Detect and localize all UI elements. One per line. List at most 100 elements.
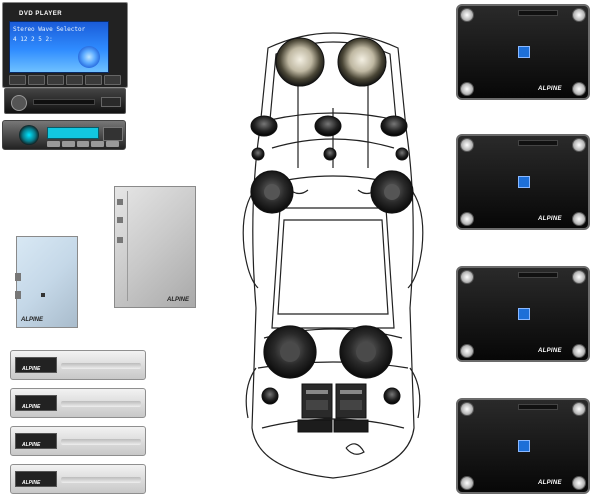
- amplifier: ALPINE: [456, 4, 590, 100]
- cd-button: [47, 141, 60, 147]
- bolt-icon: [460, 138, 474, 152]
- bolt-icon: [572, 344, 586, 358]
- audio-processor-large: ALPINE: [114, 186, 196, 308]
- cd-changer: ALPINE: [10, 426, 146, 456]
- processor-brand: ALPINE: [167, 297, 189, 303]
- crossover-icon: [298, 420, 368, 432]
- connector-icon: [117, 237, 123, 243]
- bolt-icon: [572, 476, 586, 490]
- crossover-icon: [302, 384, 332, 418]
- bolt-icon: [572, 402, 586, 416]
- amp-logo-icon: [518, 308, 530, 320]
- dvd-monitor: DVD PLAYER Stereo Wave Selector 4 12 2 5…: [2, 2, 128, 88]
- cd-button: [62, 141, 75, 147]
- amp-brand: ALPINE: [538, 86, 562, 92]
- dvd-button: [66, 75, 83, 85]
- dvd-head-unit: DVD PLAYER Stereo Wave Selector 4 12 2 5…: [2, 2, 128, 114]
- amplifier: ALPINE: [456, 398, 590, 494]
- dvd-lcd-display: Stereo Wave Selector 4 12 2 5 2:: [9, 21, 109, 73]
- bolt-icon: [460, 212, 474, 226]
- amplifier: ALPINE: [456, 266, 590, 362]
- changer-faceplate: ALPINE: [15, 471, 57, 487]
- connector-icon: [117, 199, 123, 205]
- tweeter-icon: [324, 148, 336, 160]
- cd-changer: ALPINE: [10, 464, 146, 494]
- changer-slot: [61, 363, 141, 369]
- cd-button: [91, 141, 104, 147]
- speaker-dustcap: [384, 184, 400, 200]
- front-left-midbass-speaker-icon: [276, 38, 324, 86]
- dash-right-speaker-icon: [381, 116, 407, 136]
- dvd-button-row: [9, 75, 121, 85]
- bolt-icon: [460, 8, 474, 22]
- car-body: [243, 33, 423, 478]
- dash-center-speaker-icon: [315, 116, 341, 136]
- bolt-icon: [460, 476, 474, 490]
- changer-brand: ALPINE: [22, 442, 40, 448]
- speaker-dustcap: [264, 184, 280, 200]
- connector-icon: [15, 291, 21, 299]
- cd-changer: ALPINE: [10, 350, 146, 380]
- lcd-line-1: Stereo Wave Selector: [13, 26, 85, 33]
- bolt-icon: [572, 212, 586, 226]
- amp-terminal: [518, 140, 558, 146]
- cd-head-unit: [2, 120, 126, 150]
- volume-knob-icon: [11, 95, 27, 111]
- speaker-dustcap: [280, 342, 300, 362]
- dvd-chassis: [4, 88, 126, 114]
- cd-changer: ALPINE: [10, 388, 146, 418]
- rear-left-tweeter-icon: [262, 388, 278, 404]
- changer-brand: ALPINE: [22, 404, 40, 410]
- rear-right-tweeter-icon: [384, 388, 400, 404]
- changer-faceplate: ALPINE: [15, 357, 57, 373]
- changer-faceplate: ALPINE: [15, 395, 57, 411]
- amp-terminal: [518, 10, 558, 16]
- audio-processor-small: ALPINE: [16, 236, 78, 328]
- connector-icon: [117, 217, 123, 223]
- volume-knob-icon: [19, 125, 39, 145]
- cd-slot-icon: [103, 127, 123, 141]
- cd-button: [106, 141, 119, 147]
- amp-terminal: [518, 404, 558, 410]
- front-right-midbass-speaker-icon: [338, 38, 386, 86]
- bolt-icon: [572, 82, 586, 96]
- changer-slot: [61, 401, 141, 407]
- changer-brand: ALPINE: [22, 480, 40, 486]
- processor-edge: [119, 191, 128, 301]
- dvd-button: [28, 75, 45, 85]
- dash-left-speaker-icon: [251, 116, 277, 136]
- amp-logo-icon: [518, 440, 530, 452]
- amp-brand: ALPINE: [538, 216, 562, 222]
- bolt-icon: [460, 402, 474, 416]
- cd-button-row: [47, 141, 119, 147]
- eject-button-icon: [101, 97, 121, 107]
- cd-button: [77, 141, 90, 147]
- dvd-title-label: DVD PLAYER: [19, 11, 62, 17]
- crossover-icon: [336, 384, 366, 418]
- dvd-button: [85, 75, 102, 85]
- amp-brand: ALPINE: [538, 480, 562, 486]
- led-icon: [41, 293, 45, 297]
- disc-icon: [78, 46, 100, 68]
- amplifier: ALPINE: [456, 134, 590, 230]
- amp-terminal: [518, 272, 558, 278]
- bolt-icon: [572, 270, 586, 284]
- amp-logo-icon: [518, 176, 530, 188]
- connector-icon: [15, 273, 21, 281]
- tweeter-icon: [252, 148, 264, 160]
- lcd-line-2: 4 12 2 5 2:: [13, 36, 53, 43]
- dvd-button: [47, 75, 64, 85]
- amp-brand: ALPINE: [538, 348, 562, 354]
- changer-faceplate: ALPINE: [15, 433, 57, 449]
- dvd-button: [104, 75, 121, 85]
- dvd-button: [9, 75, 26, 85]
- bolt-icon: [572, 138, 586, 152]
- bolt-icon: [572, 8, 586, 22]
- speaker-dustcap: [356, 342, 376, 362]
- cd-display: [47, 127, 99, 139]
- changer-slot: [61, 439, 141, 445]
- disc-slot: [33, 99, 95, 105]
- bolt-icon: [460, 270, 474, 284]
- changer-brand: ALPINE: [22, 366, 40, 372]
- car-outline-diagram: [228, 8, 438, 486]
